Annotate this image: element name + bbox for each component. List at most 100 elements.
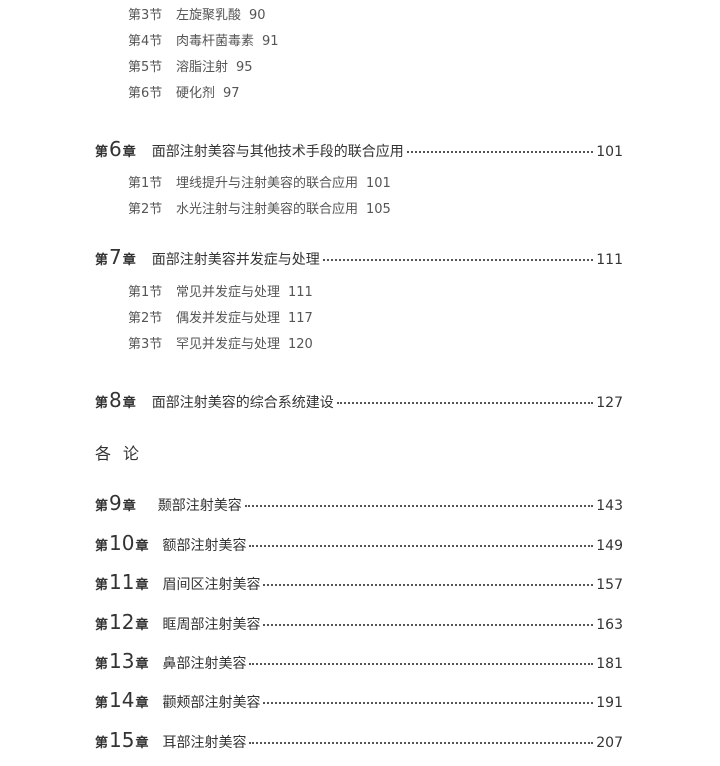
chapter-prefix: 第	[95, 253, 109, 268]
chapter-title: 颞部注射美容	[157, 498, 242, 514]
section-page: 91	[262, 34, 279, 49]
chapter-number: 9	[109, 491, 122, 515]
chapter-page: 111	[596, 252, 623, 268]
toc-section[interactable]: 第6节硬化剂 97	[128, 85, 240, 103]
chapter-page: 181	[596, 656, 623, 672]
section-number: 第2节	[128, 202, 163, 217]
dot-leader	[244, 505, 594, 507]
toc-section[interactable]: 第3节左旋聚乳酸 90	[128, 7, 266, 25]
chapter-suffix: 章	[122, 253, 136, 268]
chapter-title: 面部注射美容并发症与处理	[151, 252, 320, 268]
chapter-number: 6	[109, 137, 122, 161]
chapter-prefix: 第	[95, 499, 109, 514]
section-page: 105	[366, 202, 391, 217]
chapter-prefix: 第	[95, 696, 109, 711]
chapter-page: 143	[596, 498, 623, 514]
dot-leader	[322, 259, 594, 261]
chapter-prefix: 第	[95, 657, 109, 672]
chapter-page: 191	[596, 695, 623, 711]
chapter-suffix: 章	[135, 657, 149, 672]
chapter-suffix: 章	[135, 618, 149, 633]
section-page: 97	[223, 86, 240, 101]
dot-leader	[263, 584, 594, 586]
chapter-page: 207	[596, 735, 623, 751]
section-title: 常见并发症与处理	[176, 285, 281, 300]
chapter-title: 眉间区注射美容	[162, 577, 261, 593]
chapter-number: 10	[109, 531, 135, 555]
chapter-suffix: 章	[135, 736, 149, 751]
chapter-title: 额部注射美容	[162, 538, 247, 554]
toc-section[interactable]: 第5节溶脂注射 95	[128, 59, 253, 77]
section-page: 101	[366, 176, 391, 191]
chapter-suffix: 章	[135, 578, 149, 593]
chapter-number: 7	[109, 245, 122, 269]
chapter-number: 11	[109, 570, 135, 594]
dot-leader	[263, 702, 594, 704]
chapter-page: 149	[596, 538, 623, 554]
section-number: 第4节	[128, 34, 163, 49]
toc-section[interactable]: 第2节水光注射与注射美容的联合应用 105	[128, 201, 391, 219]
chapter-page: 157	[596, 577, 623, 593]
chapter-title: 耳部注射美容	[162, 735, 247, 751]
section-title: 水光注射与注射美容的联合应用	[176, 202, 359, 217]
toc-section[interactable]: 第2节偶发并发症与处理 117	[128, 310, 313, 328]
dot-leader	[263, 624, 594, 626]
chapter-title: 颧颊部注射美容	[162, 695, 261, 711]
section-page: 95	[236, 60, 253, 75]
section-number: 第3节	[128, 8, 163, 23]
dot-leader	[336, 402, 594, 404]
section-title: 埋线提升与注射美容的联合应用	[176, 176, 359, 191]
dot-leader	[249, 545, 594, 547]
chapter-number: 13	[109, 649, 135, 673]
section-page: 90	[249, 8, 266, 23]
section-title: 溶脂注射	[176, 60, 229, 75]
section-number: 第5节	[128, 60, 163, 75]
chapter-title: 眶周部注射美容	[162, 617, 261, 633]
section-title: 左旋聚乳酸	[176, 8, 242, 23]
section-page: 117	[288, 311, 313, 326]
chapter-prefix: 第	[95, 539, 109, 554]
dot-leader	[249, 663, 594, 665]
chapter-page: 127	[596, 395, 623, 411]
chapter-prefix: 第	[95, 145, 109, 160]
chapter-title: 鼻部注射美容	[162, 656, 247, 672]
section-title: 硬化剂	[176, 86, 216, 101]
toc-section[interactable]: 第4节肉毒杆菌毒素 91	[128, 33, 279, 51]
chapter-number: 8	[109, 388, 122, 412]
chapter-prefix: 第	[95, 578, 109, 593]
chapter-page: 101	[596, 144, 623, 160]
part-heading: 各论	[95, 444, 152, 463]
chapter-page: 163	[596, 617, 623, 633]
section-number: 第2节	[128, 311, 163, 326]
chapter-title: 面部注射美容的综合系统建设	[151, 395, 334, 411]
toc-section[interactable]: 第1节常见并发症与处理 111	[128, 284, 313, 302]
section-title: 偶发并发症与处理	[176, 311, 281, 326]
chapter-suffix: 章	[135, 696, 149, 711]
section-title: 罕见并发症与处理	[176, 337, 281, 352]
dot-leader	[249, 742, 594, 744]
chapter-number: 15	[109, 728, 135, 752]
section-page: 111	[288, 285, 313, 300]
chapter-prefix: 第	[95, 736, 109, 751]
section-title: 肉毒杆菌毒素	[176, 34, 255, 49]
chapter-prefix: 第	[95, 618, 109, 633]
chapter-prefix: 第	[95, 396, 109, 411]
chapter-suffix: 章	[122, 145, 136, 160]
section-number: 第3节	[128, 337, 163, 352]
section-number: 第6节	[128, 86, 163, 101]
chapter-title: 面部注射美容与其他技术手段的联合应用	[151, 144, 404, 160]
chapter-number: 14	[109, 688, 135, 712]
section-number: 第1节	[128, 285, 163, 300]
